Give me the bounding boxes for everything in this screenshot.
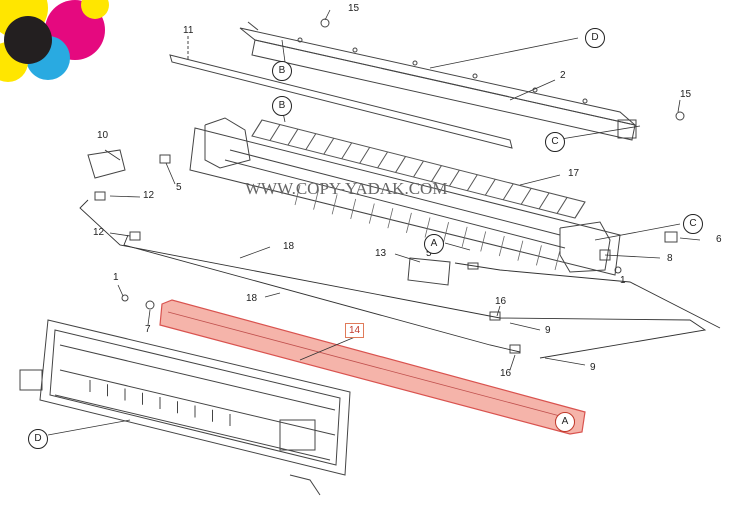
frame-rib (554, 249, 561, 271)
guide-rib (341, 142, 353, 160)
callout-11: 11 (183, 25, 194, 36)
guide-rib (305, 133, 317, 150)
frame-rib (498, 235, 505, 257)
callout-15-top: 15 (348, 3, 360, 14)
guide-rib (520, 188, 532, 205)
callout-7: 7 (145, 324, 151, 335)
top-rail-part (239, 21, 637, 141)
logo-yellow-circle-3 (81, 0, 109, 19)
callout-8: 8 (667, 253, 673, 264)
guide-rib (466, 174, 478, 191)
frame-rib (424, 217, 431, 238)
middle-frame-assembly (189, 117, 621, 276)
frame-rib (443, 222, 449, 243)
watermark-text: WWW.COPY-YADAK.COM (245, 179, 448, 198)
callout-6: 6 (716, 234, 722, 245)
frame-rib (331, 194, 338, 215)
guide-rib (556, 197, 568, 214)
ref-circle-D-bottom: D (28, 429, 48, 449)
guide-rib (574, 201, 586, 219)
guide-rib (431, 165, 442, 182)
guide-rib (287, 128, 299, 146)
guide-rib (538, 192, 550, 210)
ref-circle-D-top: D (585, 28, 605, 48)
callout-14-highlighted: 14 (345, 323, 365, 338)
frame-rib (387, 208, 394, 229)
guide-rib (377, 151, 389, 169)
ref-circle-C-right1: C (545, 132, 565, 152)
callout-2: 2 (560, 70, 566, 81)
callout-10: 10 (97, 130, 109, 141)
ref-circle-C-right2: C (683, 214, 703, 234)
frame-rib (294, 184, 301, 206)
guide-rib (359, 147, 371, 164)
ribbed-guide-part-17 (251, 119, 586, 219)
cmyk-logo (0, 0, 109, 82)
callout-12-lower: 12 (93, 227, 105, 238)
guide-rib (502, 183, 514, 201)
leader-lines (47, 9, 701, 436)
callout-18-lower: 18 (246, 293, 258, 304)
ref-circle-A-bar: A (555, 412, 575, 432)
frame-rib (350, 198, 357, 220)
logo-black-circle (4, 16, 52, 64)
callout-1-right: 1 (620, 275, 626, 286)
callout-16-upper: 16 (495, 296, 507, 307)
guide-rib (484, 178, 496, 196)
frame-rib (368, 203, 375, 224)
part-14-bar (159, 299, 586, 435)
ref-circle-B-mid: B (272, 96, 292, 116)
callout-18-upper: 18 (283, 241, 295, 252)
callout-5-left: 5 (176, 182, 182, 193)
frame-rib (536, 245, 542, 266)
guide-rib (395, 156, 406, 173)
guide-rib (448, 169, 460, 187)
highlighted-part-14 (159, 299, 586, 435)
guide-rib (323, 137, 335, 155)
guide-rib (251, 119, 263, 137)
callout-1-left: 1 (113, 272, 119, 283)
ref-circle-B-top: B (272, 61, 292, 81)
frame-rib (406, 212, 412, 233)
callout-16-lower: 16 (500, 368, 512, 379)
strip-part-11 (169, 36, 513, 149)
callout-17: 17 (568, 168, 580, 179)
frame-rib (517, 240, 524, 261)
ref-circle-A-mid: A (424, 234, 444, 254)
callout-15-right: 15 (680, 89, 692, 100)
callout-9-lower: 9 (590, 362, 596, 373)
wire-harness (79, 199, 721, 359)
guide-rib (413, 160, 424, 178)
frame-rib (313, 189, 319, 210)
callout-12-upper: 12 (143, 190, 155, 201)
frame-ribs (294, 184, 561, 271)
guide-rib (269, 124, 281, 141)
frame-rib (480, 231, 487, 252)
callout-13: 13 (375, 248, 387, 259)
bottom-door-assembly (19, 319, 351, 496)
callout-9-upper: 9 (545, 325, 551, 336)
frame-rib (461, 226, 468, 247)
callout-5-mid: 5 (426, 248, 432, 259)
